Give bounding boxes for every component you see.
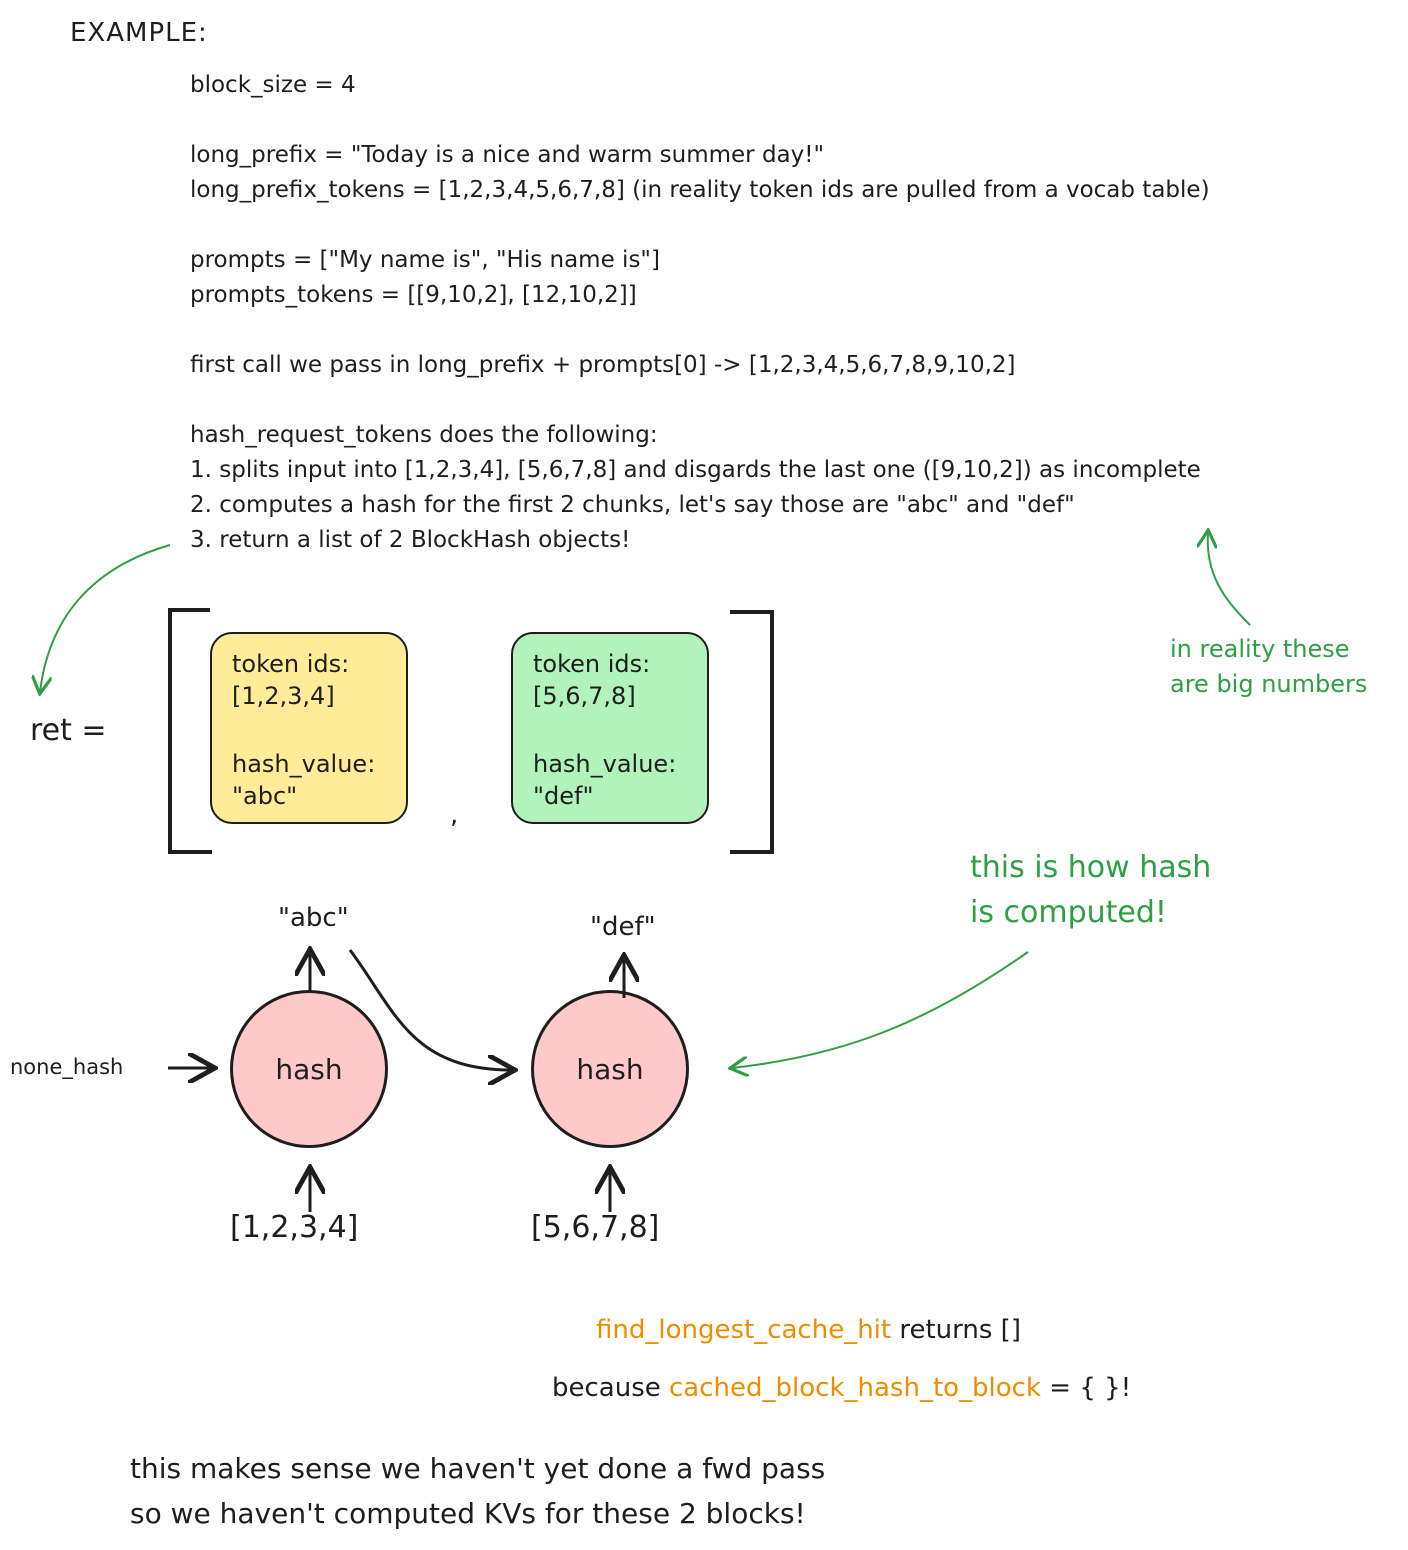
left-bracket xyxy=(168,608,212,854)
output-abc: "abc" xyxy=(278,903,349,933)
annotation-big-numbers-line-2: are big numbers xyxy=(1170,670,1368,698)
example-heading: EXAMPLE: xyxy=(70,18,208,48)
code-line-prompts-tokens: prompts_tokens = [[9,10,2], [12,10,2]] xyxy=(190,282,637,308)
code-line-hash-request: hash_request_tokens does the following: xyxy=(190,422,658,448)
cache-because-line: because cached_block_hash_to_block = { }… xyxy=(552,1373,1131,1403)
block-1-hash-label: hash_value: xyxy=(232,750,376,778)
hash-node-1: hash xyxy=(230,990,388,1148)
code-line-prompts: prompts = ["My name is", "His name is"] xyxy=(190,247,660,273)
block-2-tokens: [5,6,7,8] xyxy=(533,682,636,710)
green-arrow-to-def xyxy=(1208,532,1251,626)
code-line-long-prefix: long_prefix = "Today is a nice and warm … xyxy=(190,142,825,168)
output-def: "def" xyxy=(590,912,656,942)
cache-returns: returns [] xyxy=(891,1315,1021,1345)
block-1-tokens: [1,2,3,4] xyxy=(232,682,335,710)
input-tokens-2: [5,6,7,8] xyxy=(531,1210,660,1245)
conclusion-line-2: so we haven't computed KVs for these 2 b… xyxy=(130,1497,806,1530)
block-2-hash: "def" xyxy=(533,782,594,810)
code-line-first-call: first call we pass in long_prefix + prom… xyxy=(190,352,1016,378)
code-line-step-3: 3. return a list of 2 BlockHash objects! xyxy=(190,527,631,553)
cache-dict-value: = { }! xyxy=(1041,1373,1132,1403)
block-separator: , xyxy=(450,800,459,830)
hash-node-1-label: hash xyxy=(275,1052,343,1086)
cache-hit-line: find_longest_cache_hit returns [] xyxy=(596,1315,1021,1345)
block-1-hash: "abc" xyxy=(232,782,298,810)
right-bracket xyxy=(730,610,774,854)
block-2-token-label: token ids: xyxy=(533,650,651,678)
code-line-step-2: 2. computes a hash for the first 2 chunk… xyxy=(190,492,1075,518)
ret-label: ret = xyxy=(30,713,107,748)
none-hash-label: none_hash xyxy=(10,1055,124,1079)
hash-node-2: hash xyxy=(531,990,689,1148)
block-card-1: token ids: [1,2,3,4] hash_value: "abc" xyxy=(210,632,408,824)
code-line-long-prefix-tokens: long_prefix_tokens = [1,2,3,4,5,6,7,8] (… xyxy=(190,177,1210,203)
cache-because: because xyxy=(552,1373,670,1403)
code-line-step-1: 1. splits input into [1,2,3,4], [5,6,7,8… xyxy=(190,457,1201,483)
annotation-hash-line-1: this is how hash xyxy=(970,850,1212,885)
hash-node-2-label: hash xyxy=(576,1052,644,1086)
annotation-hash-line-2: is computed! xyxy=(970,895,1167,930)
conclusion-line-1: this makes sense we haven't yet done a f… xyxy=(130,1452,826,1485)
green-arrow-to-hash xyxy=(732,951,1029,1068)
block-card-2: token ids: [5,6,7,8] hash_value: "def" xyxy=(511,632,709,824)
block-1-token-label: token ids: xyxy=(232,650,350,678)
block-2-hash-label: hash_value: xyxy=(533,750,677,778)
input-tokens-1: [1,2,3,4] xyxy=(230,1210,359,1245)
cache-dict-name: cached_block_hash_to_block xyxy=(669,1373,1042,1403)
cache-fn-name: find_longest_cache_hit xyxy=(596,1315,892,1345)
arrow-abc-to-node2 xyxy=(348,949,512,1070)
annotation-big-numbers-line-1: in reality these xyxy=(1170,635,1350,663)
green-arrow-to-ret xyxy=(40,544,171,692)
code-line-block-size: block_size = 4 xyxy=(190,72,356,98)
